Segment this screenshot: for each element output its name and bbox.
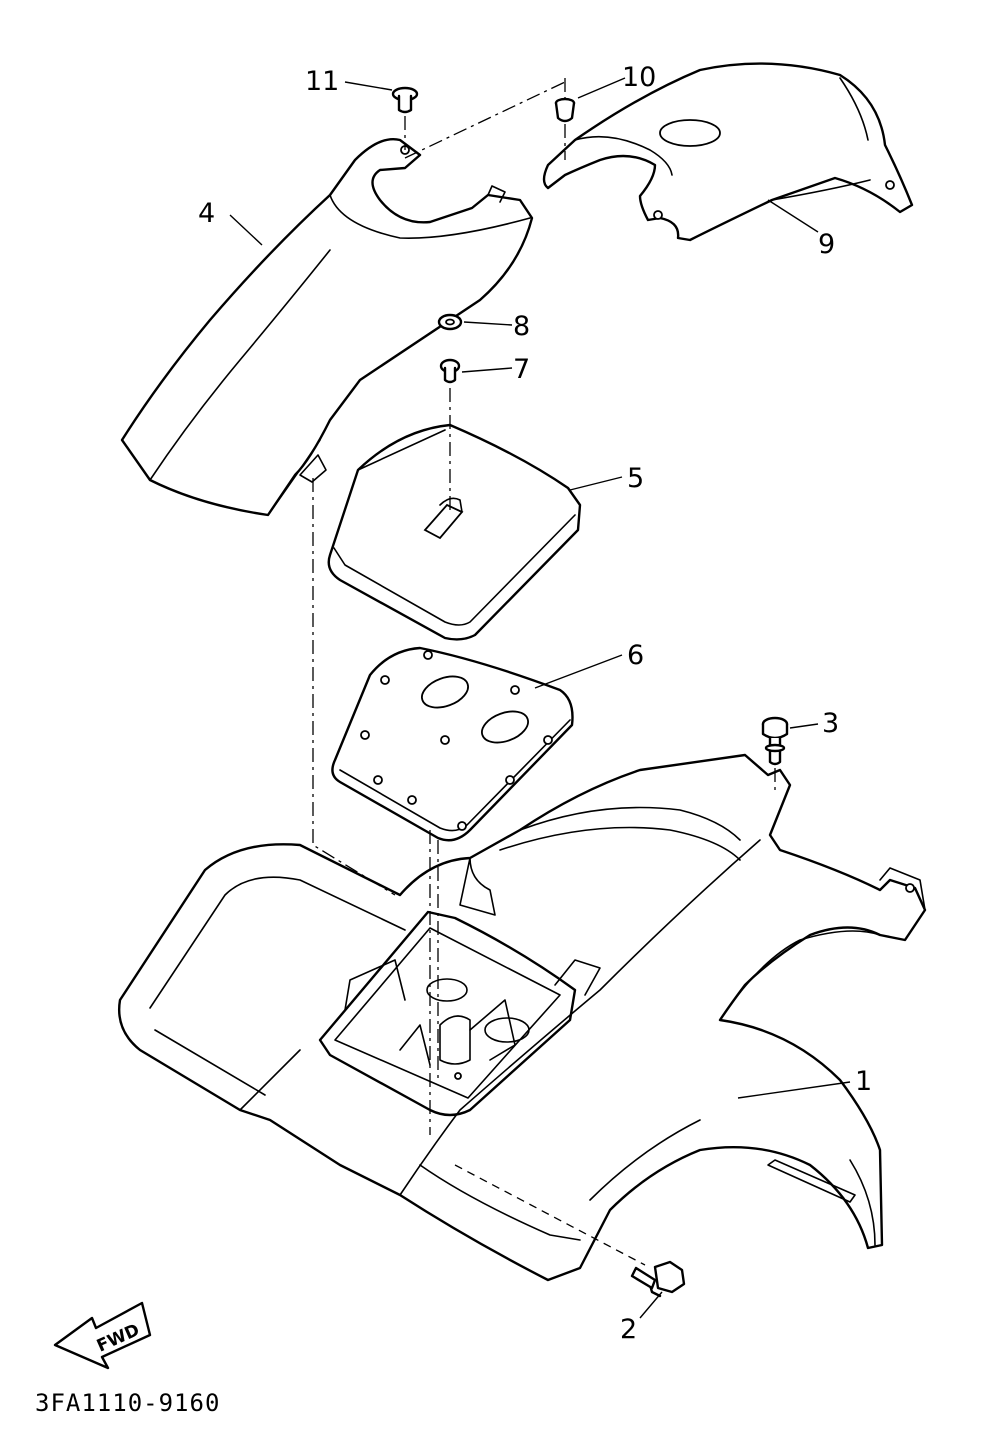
callout-11: 11	[305, 66, 339, 97]
part-8-washer	[437, 313, 463, 331]
part-7-screw	[439, 358, 461, 384]
part-11-screw	[391, 86, 419, 114]
callout-8: 8	[513, 311, 530, 342]
part-1-rear-fender	[118, 753, 927, 1282]
callout-4: 4	[198, 198, 215, 229]
part-6-hole-right	[481, 710, 529, 744]
callout-10: 10	[622, 62, 656, 93]
part-9-rear-cover	[542, 62, 914, 242]
part-6-gasket	[331, 646, 574, 842]
callout-5: 5	[627, 463, 644, 494]
part-2-bolt	[630, 1260, 686, 1298]
assembly-lines	[312, 78, 776, 1266]
callout-3: 3	[822, 708, 839, 739]
part-9-opening	[659, 119, 721, 147]
leader-lines	[229, 77, 851, 1319]
part-10-grommet	[554, 97, 576, 123]
part-4-fender-panel	[120, 138, 534, 517]
callout-9: 9	[818, 229, 835, 260]
part-6-hole-left	[421, 675, 469, 709]
callout-7: 7	[513, 354, 530, 385]
forward-direction-arrow: FWD	[53, 1301, 152, 1370]
drawing-code: 3FA1110-9160	[35, 1389, 220, 1417]
callout-labels: 11 10 7 8 5 6 3 4 9 1 2	[198, 62, 872, 1345]
part-3-bolt	[761, 716, 789, 766]
callout-1: 1	[855, 1066, 872, 1097]
callout-6: 6	[627, 640, 644, 671]
part-5-box-lid	[327, 423, 582, 641]
callout-2: 2	[620, 1314, 637, 1345]
